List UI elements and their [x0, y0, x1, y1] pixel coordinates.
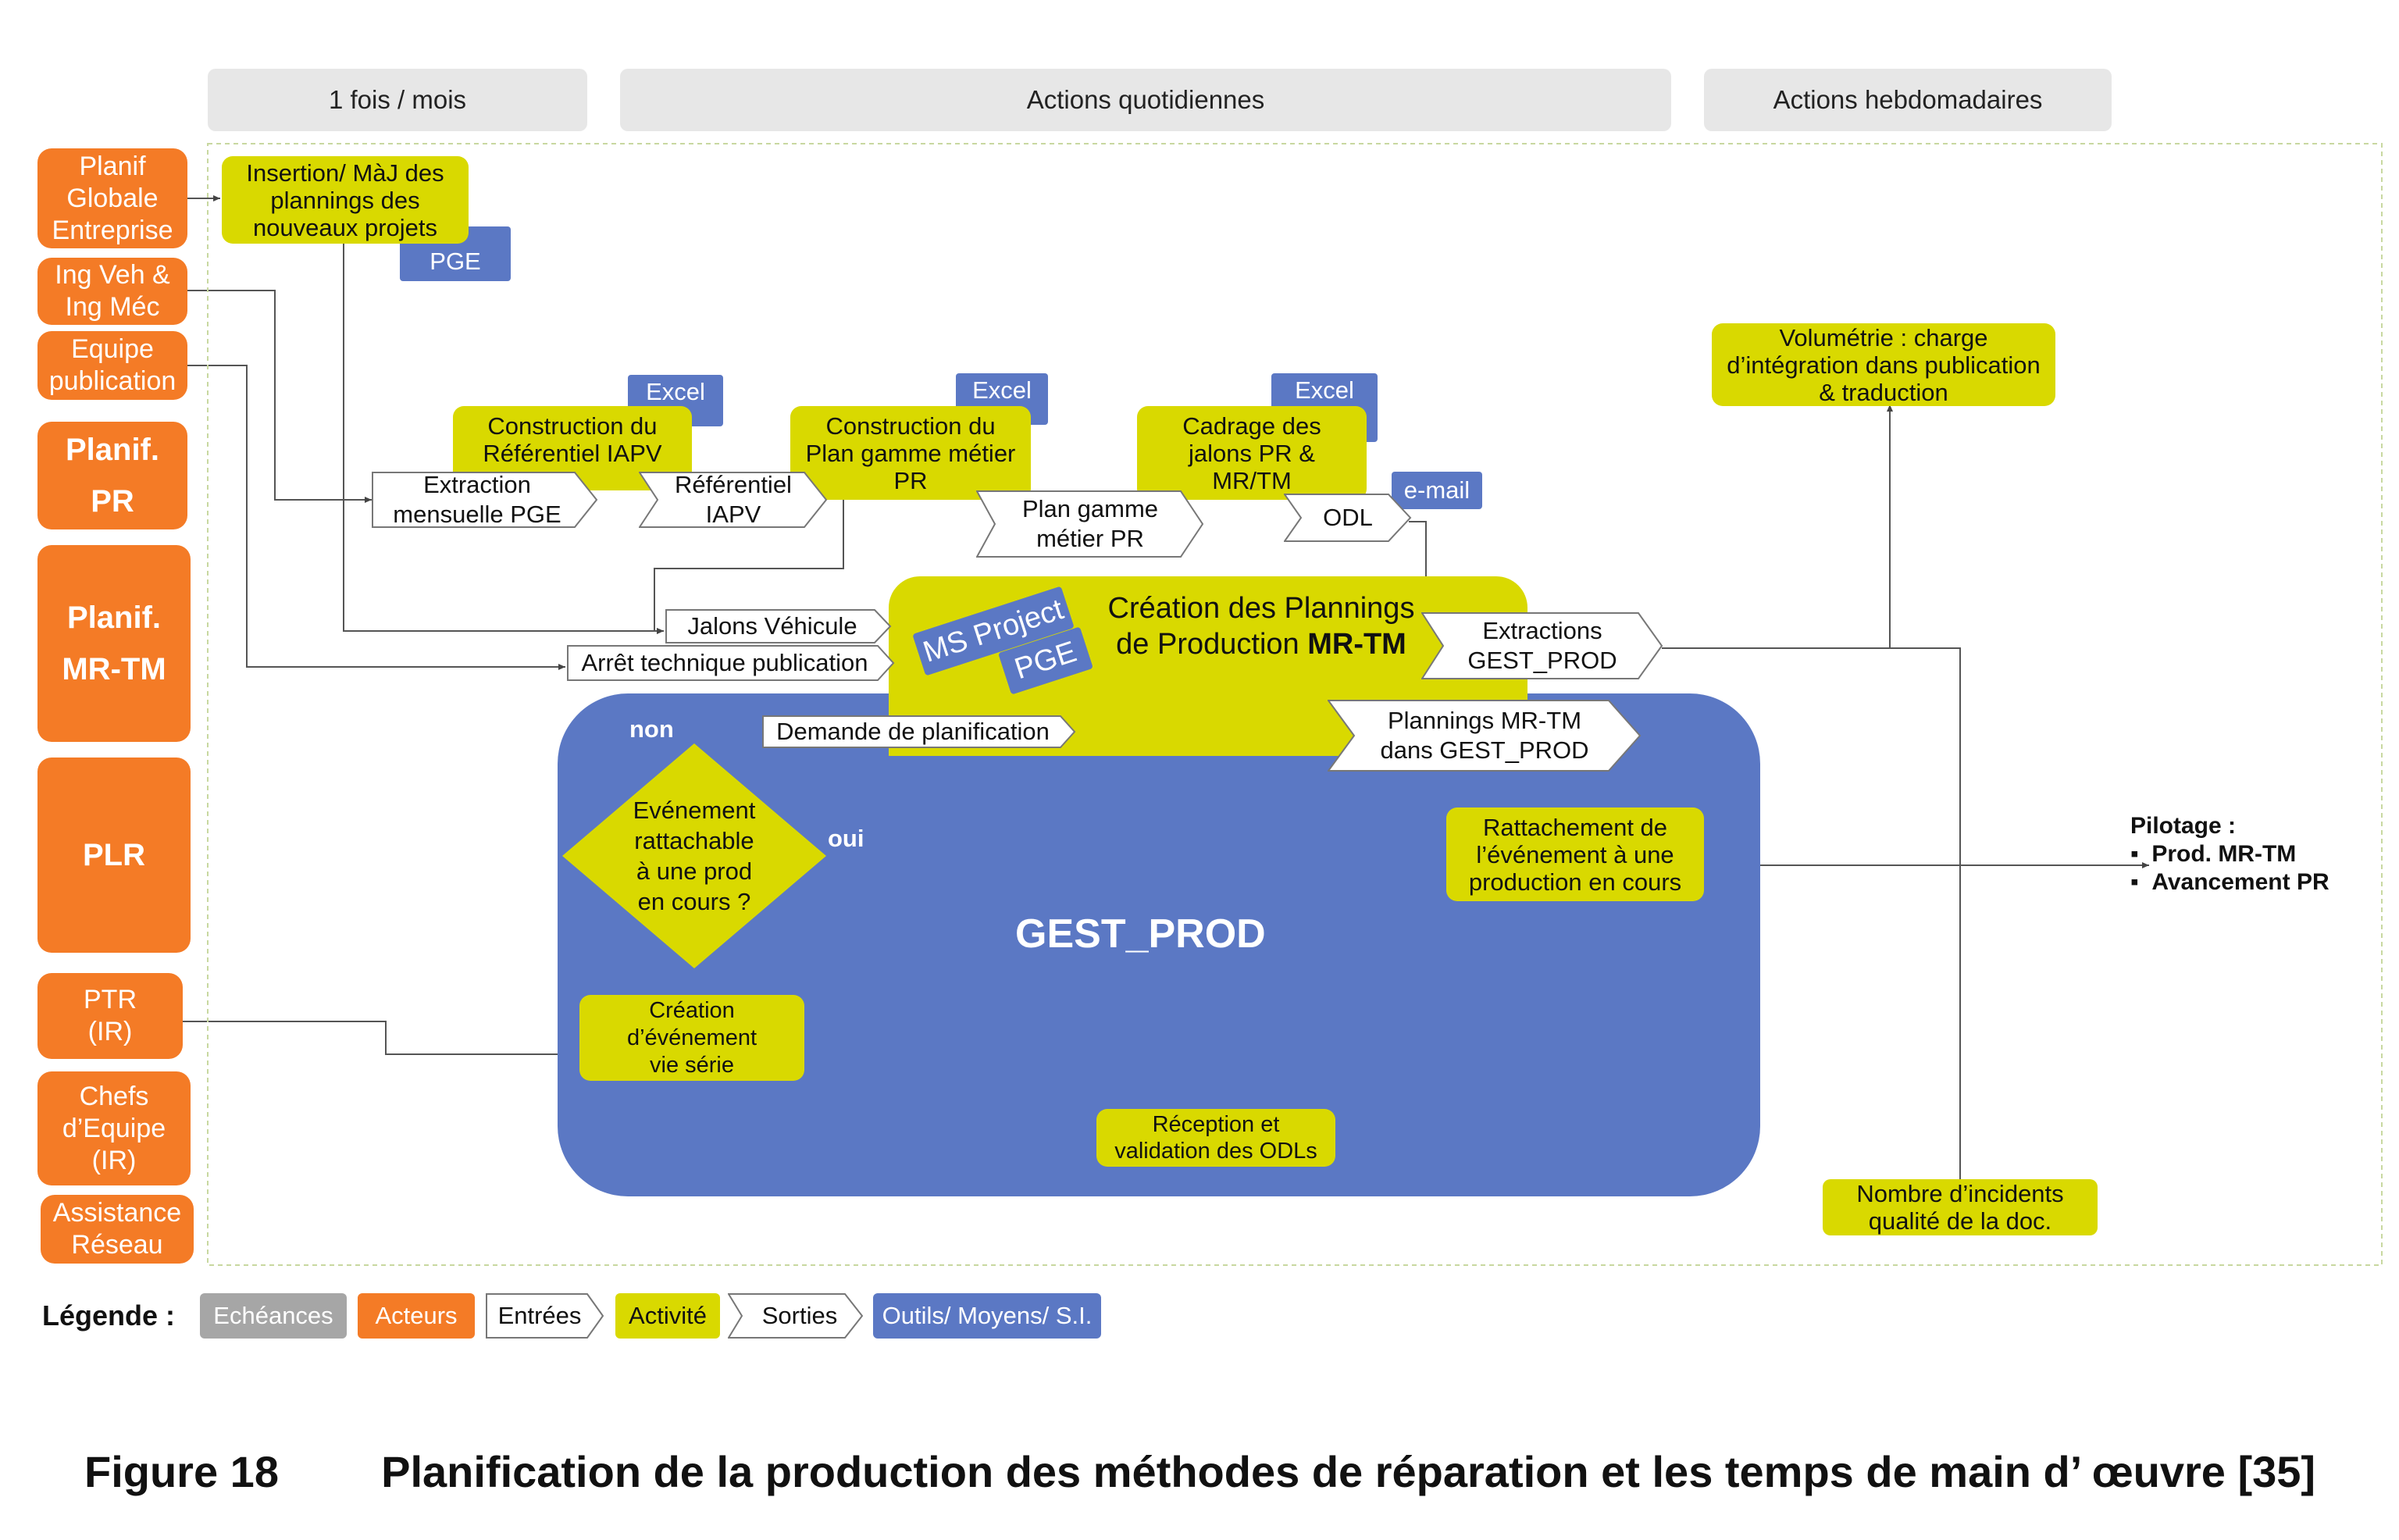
legend-entrees-text: Entrées — [497, 1302, 582, 1329]
flow-jalons-vehicule: Jalons Véhicule — [665, 609, 892, 643]
pilotage-item-1: ▪ Prod. MR-TM — [2130, 841, 2297, 867]
pilotage-title: Pilotage : — [2130, 813, 2237, 839]
activity-reception-odl: Réception et validation des ODLs — [1096, 1109, 1335, 1167]
label-oui: oui — [828, 825, 864, 852]
actor-planif-pr: Planif. PR — [37, 422, 187, 529]
decision-diamond — [562, 743, 826, 968]
flow-extraction-text: Extraction mensuelle PGE — [393, 471, 561, 528]
creation-bold: MR-TM — [1307, 628, 1406, 661]
flow-plan-gamme: Plan gamme métier PR — [976, 490, 1204, 558]
creation-plannings-title: Création des Plannings — [1107, 592, 1415, 625]
activity-creation-evenement: Création d’événement vie série — [579, 995, 804, 1081]
figure-number: Figure 18 — [84, 1447, 279, 1496]
activity-cadrage-jalons: Cadrage des jalons PR & MR/TM — [1137, 406, 1367, 500]
activity-incidents-qualite: Nombre d’incidents qualité de la doc. — [1823, 1179, 2098, 1235]
flow-plannings-gest-prod: Plannings MR-TM dans GEST_PROD — [1328, 700, 1642, 772]
legend-entrees: Entrées — [486, 1293, 604, 1339]
actor-ing-veh: Ing Veh & Ing Méc — [37, 258, 187, 325]
flow-arret-technique: Arrêt technique publication — [567, 645, 895, 681]
flow-extractions-text: Extractions GEST_PROD — [1467, 617, 1617, 674]
legend-activite: Activité — [615, 1293, 720, 1339]
activity-insertion-plannings: Insertion/ MàJ des plannings des nouveau… — [222, 156, 469, 244]
pilotage-item-2-text: Avancement PR — [2151, 869, 2329, 895]
flow-demande-planification: Demande de planification — [762, 715, 1076, 748]
legend-sorties: Sorties — [728, 1293, 864, 1339]
actor-plr: PLR — [37, 758, 191, 953]
label-non: non — [629, 715, 674, 743]
legend-echeances: Echéances — [200, 1293, 347, 1339]
schedule-daily: Actions quotidiennes — [620, 69, 1671, 131]
flow-referentiel-iapv: Référentiel IAPV — [639, 471, 828, 528]
flow-demande-text: Demande de planification — [776, 718, 1050, 745]
creation-plannings-text: Création des Plannings de Production MR-… — [1093, 590, 1429, 662]
flow-odl-text: ODL — [1323, 504, 1373, 531]
flow-arret-text: Arrêt technique publication — [581, 649, 868, 676]
gest-prod-label: GEST_PROD — [1015, 911, 1266, 957]
flow-extraction-mensuelle: Extraction mensuelle PGE — [372, 471, 598, 528]
schedule-weekly: Actions hebdomadaires — [1704, 69, 2112, 131]
actor-assistance-reseau: Assistance Réseau — [41, 1195, 194, 1264]
pilotage-item-2: ▪ Avancement PR — [2130, 869, 2329, 895]
email-tool-badge: e-mail — [1392, 472, 1482, 509]
actor-chefs-equipe: Chefs d’Equipe (IR) — [37, 1071, 191, 1185]
legend-sorties-text: Sorties — [761, 1302, 838, 1329]
activity-rattachement: Rattachement de l’événement à une produc… — [1446, 807, 1704, 901]
legend-title: Légende : — [42, 1299, 176, 1331]
activity-construction-plan-gamme: Construction du Plan gamme métier PR — [790, 406, 1031, 500]
decision-text: Evénement rattachable à une prod en cour… — [633, 797, 756, 915]
creation-sub: de Production — [1116, 628, 1308, 661]
flow-extractions-gest-prod: Extractions GEST_PROD — [1421, 612, 1663, 679]
schedule-monthly: 1 fois / mois — [208, 69, 587, 131]
actor-planif-globale: Planif Globale Entreprise — [37, 148, 187, 248]
flow-referentiel-text: Référentiel IAPV — [675, 471, 792, 528]
legend-outils: Outils/ Moyens/ S.I. — [873, 1293, 1101, 1339]
figure-caption: Figure 18 Planification de la production… — [84, 1446, 2315, 1497]
legend-acteurs: Acteurs — [358, 1293, 475, 1339]
creation-plannings-subtitle: de Production MR-TM — [1093, 626, 1429, 662]
actor-equipe-publication: Equipe publication — [37, 331, 187, 400]
pilotage-block: Pilotage : ▪ Prod. MR-TM ▪ Avancement PR — [2130, 812, 2329, 897]
flow-plan-gamme-text: Plan gamme métier PR — [1021, 495, 1159, 552]
figure-title: Planification de la production des métho… — [381, 1447, 2316, 1496]
flow-plannings-text: Plannings MR-TM dans GEST_PROD — [1380, 707, 1589, 764]
pilotage-item-1-text: Prod. MR-TM — [2151, 841, 2297, 867]
flow-jalons-text: Jalons Véhicule — [687, 612, 857, 640]
actor-planif-mrtm: Planif. MR-TM — [37, 545, 191, 742]
flow-odl: ODL — [1284, 494, 1412, 542]
actor-ptr: PTR (IR) — [37, 973, 183, 1059]
activity-volumetrie: Volumétrie : charge d’intégration dans p… — [1712, 323, 2055, 406]
